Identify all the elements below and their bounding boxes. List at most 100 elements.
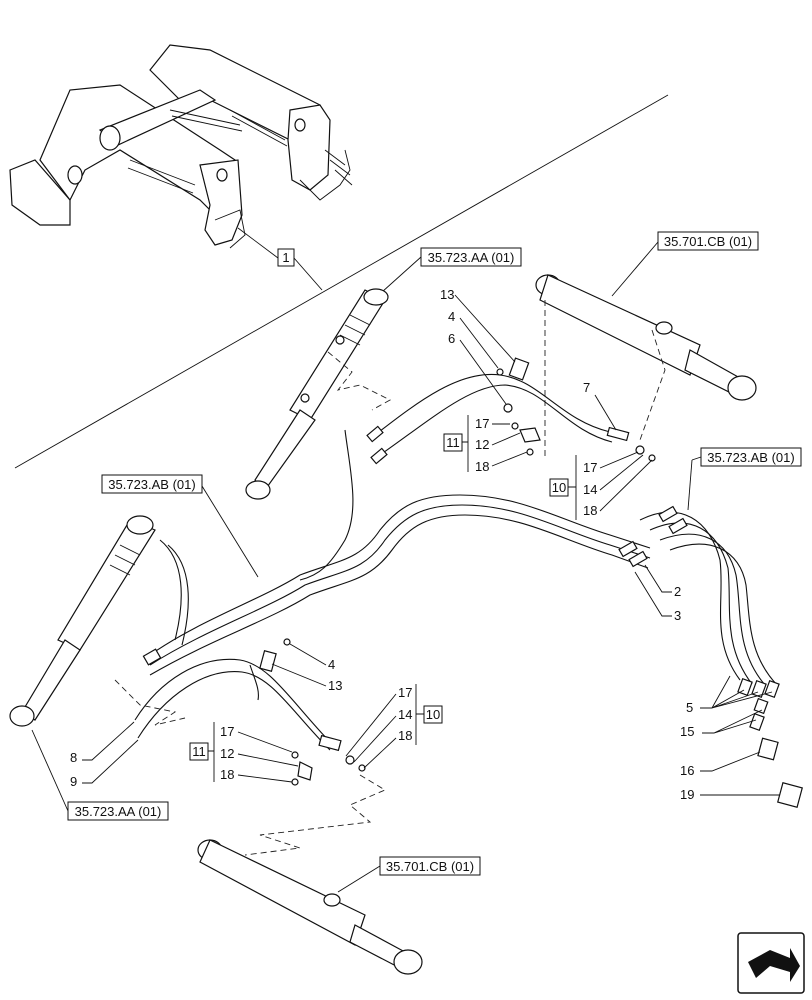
item-box-1-label: 1 xyxy=(282,250,289,265)
callout-18-upper-b: 18 xyxy=(583,503,597,518)
separator-line xyxy=(14,94,669,469)
leader-17-upper-b xyxy=(599,451,639,469)
leader-15 xyxy=(702,709,763,734)
dashed-link-d xyxy=(114,679,186,726)
upper-bucket-cylinder xyxy=(535,274,757,401)
bracket-11-upper xyxy=(462,415,469,472)
callout-16: 16 xyxy=(680,763,694,778)
leader-12-upper xyxy=(491,432,521,446)
item-box-10-lower-label: 10 xyxy=(426,707,440,722)
ref-leader-35723ab-right-b xyxy=(687,459,693,511)
ref-label-35701cb-top[interactable]: 35.701.CB (01) xyxy=(664,234,752,249)
upper-hoses xyxy=(299,373,656,581)
leader-17-lower xyxy=(237,731,293,753)
bracket-10-upper xyxy=(568,455,577,520)
leader-4-bottom xyxy=(289,643,327,666)
item-box-10-lower xyxy=(423,705,443,724)
bracket-11-lower xyxy=(208,722,215,782)
lower-clamp xyxy=(259,638,291,672)
leader-18-lower-b xyxy=(363,737,397,769)
callout-6: 6 xyxy=(448,331,455,346)
ref-leader-35723ab-left xyxy=(201,485,259,578)
ref-leader-35723ab-right xyxy=(691,456,702,461)
callout-7: 7 xyxy=(583,380,590,395)
dashed-link-e xyxy=(244,774,386,856)
leader-18-upper-b xyxy=(599,459,653,512)
callout-9: 9 xyxy=(70,774,77,789)
bracket-10-lower xyxy=(415,684,424,745)
callout-12-lower: 12 xyxy=(220,746,234,761)
item-box-10-upper-label: 10 xyxy=(552,480,566,495)
ref-box-35723ab-left[interactable] xyxy=(101,474,203,494)
callout-17-upper: 17 xyxy=(475,416,489,431)
leader-9 xyxy=(82,739,139,784)
dashed-link-c xyxy=(327,351,391,411)
couplers-group xyxy=(749,697,803,808)
leader-2 xyxy=(644,564,672,593)
ref-label-35723aa-bottom[interactable]: 35.723.AA (01) xyxy=(75,804,162,819)
item-box-11-upper xyxy=(443,433,463,452)
ref-box-35701cb-top[interactable] xyxy=(657,231,759,251)
leader-12-lower xyxy=(237,753,299,767)
item-box-10-upper xyxy=(549,478,569,497)
main-hose-bundle xyxy=(142,494,780,699)
ref-leader-35723aa-top xyxy=(381,256,422,293)
callout-18-lower-b: 18 xyxy=(398,728,412,743)
leader-7 xyxy=(594,394,617,431)
dashed-link-b xyxy=(639,329,666,441)
leader-17-lower-b xyxy=(345,693,397,757)
callout-17-lower-b: 17 xyxy=(398,685,412,700)
callout-2: 2 xyxy=(674,584,681,599)
leader-13-top xyxy=(454,294,516,363)
callout-17-lower: 17 xyxy=(220,724,234,739)
leader-3 xyxy=(634,571,672,617)
leader-1 xyxy=(237,227,279,259)
leader-8 xyxy=(82,721,135,761)
callout-17-upper-b: 17 xyxy=(583,460,597,475)
callout-18-lower: 18 xyxy=(220,767,234,782)
upper-clamp xyxy=(496,357,530,413)
leader-14-upper xyxy=(599,454,644,491)
callout-4-bottom: 4 xyxy=(328,657,335,672)
callout-14-upper: 14 xyxy=(583,482,597,497)
leader-16 xyxy=(700,751,761,772)
leader-14-lower xyxy=(353,715,397,763)
ref-leader-35701cb-bottom xyxy=(337,865,381,893)
item-box-11-upper-label: 11 xyxy=(446,435,460,450)
leader-5 xyxy=(700,675,773,709)
upper-lift-cylinder xyxy=(245,288,389,500)
navigation-arrow-icon[interactable] xyxy=(737,932,805,994)
item-box-11-lower xyxy=(189,742,209,761)
callout-15: 15 xyxy=(680,724,694,739)
ref-label-35723ab-left[interactable]: 35.723.AB (01) xyxy=(108,477,195,492)
ref-label-35723ab-right[interactable]: 35.723.AB (01) xyxy=(707,450,794,465)
callout-13-bottom: 13 xyxy=(328,678,342,693)
callout-12-upper: 12 xyxy=(475,437,489,452)
leader-6 xyxy=(459,339,507,405)
callout-4-top: 4 xyxy=(448,309,455,324)
ref-label-35701cb-bottom[interactable]: 35.701.CB (01) xyxy=(386,859,474,874)
callout-8: 8 xyxy=(70,750,77,765)
callout-3: 3 xyxy=(674,608,681,623)
callout-18-upper: 18 xyxy=(475,459,489,474)
item-box-1 xyxy=(277,248,295,267)
ref-leader-35701cb-top xyxy=(611,241,659,297)
lower-hoses xyxy=(134,658,366,786)
loader-frame-drawing xyxy=(9,44,353,249)
ref-leader-35723aa-bottom xyxy=(31,729,69,812)
leader-18-lower xyxy=(237,774,293,783)
callout-13-top: 13 xyxy=(440,287,454,302)
leader-4-top xyxy=(459,317,499,369)
callout-5: 5 xyxy=(686,700,693,715)
ref-label-35723aa-top[interactable]: 35.723.AA (01) xyxy=(428,250,515,265)
leader-18-upper xyxy=(491,451,528,467)
leader-1b xyxy=(293,257,323,291)
callout-14-lower: 14 xyxy=(398,707,412,722)
callout-19: 19 xyxy=(680,787,694,802)
leader-13-bottom xyxy=(271,663,327,687)
lower-lift-cylinder xyxy=(9,515,189,727)
fitting-group-upper xyxy=(511,422,541,456)
lower-bucket-cylinder xyxy=(197,839,423,975)
